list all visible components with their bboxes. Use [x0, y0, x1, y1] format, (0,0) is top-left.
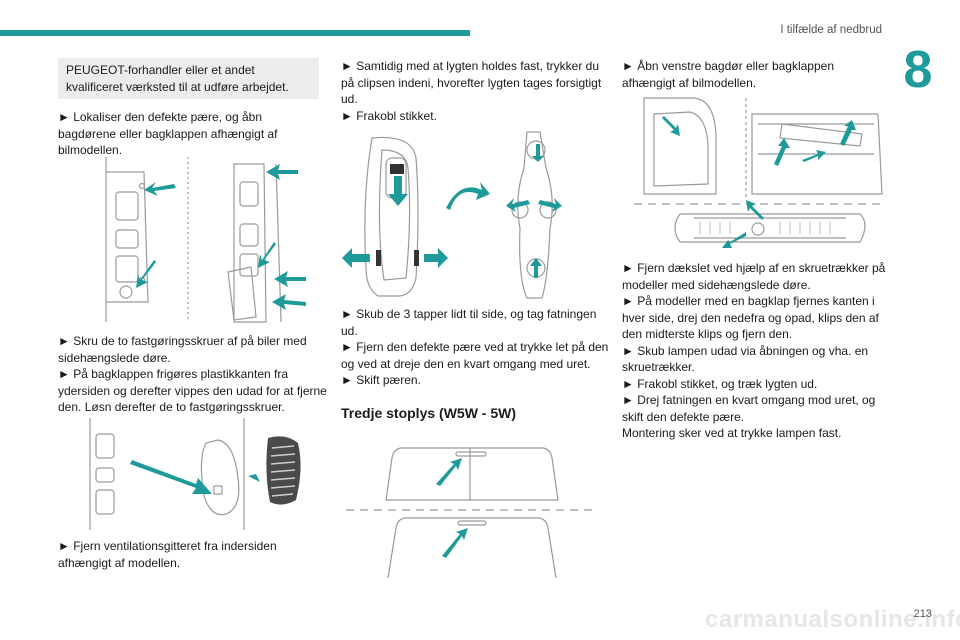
step-unscrew-side-doors: ► Skru de to fastgøringsskruer af på bil… — [58, 334, 307, 365]
step-replace-bulb: ► Skift pæren. — [341, 373, 421, 387]
figure-third-brake-light-removal — [634, 97, 886, 248]
column-3-lower: ► Fjern dækslet ved hjælp af en skruetræ… — [622, 260, 887, 442]
step-disconnect: ► Frakobl stikket. — [341, 108, 437, 123]
page-number: 213 — [913, 608, 932, 620]
chapter-number: 8 — [903, 41, 933, 99]
column-1-lower: ► Skru de to fastgøringsskruer af på bil… — [58, 333, 328, 416]
figure-third-brake-light-location — [346, 447, 598, 578]
column-3: ► Åbn venstre bagdør eller bagklappen af… — [622, 58, 887, 91]
step-remove-grille: ► Fjern ventilationsgitteret fra indersi… — [58, 539, 277, 570]
header-accent-bar — [0, 30, 470, 36]
step-turn-holder: ► Drej fatningen en kvart omgang mod ure… — [622, 393, 876, 424]
step-push-tabs: ► Skub de 3 tapper lidt til side, og tag… — [341, 307, 597, 338]
column-2: ► Samtidig med at lygten holdes fast, tr… — [341, 58, 609, 124]
figure-lamp-holder — [342, 131, 562, 299]
step-push-lamp-out: ► Skub lampen udad via åbningen og vha. … — [622, 343, 869, 375]
column-2-lower: ► Skub de 3 tapper lidt til side, og tag… — [341, 306, 609, 421]
section-heading-third-brake-light: Tredje stoplys (W5W - 5W) — [341, 404, 517, 421]
column-1: PEUGEOT-forhandler eller et andet kvalif… — [58, 58, 323, 159]
step-tailgate-trim: ► På bagklappen frigøres plastikkanten f… — [58, 367, 327, 414]
step-locate-bulb: ► Lokaliser den defekte pære, og åbn bag… — [58, 110, 278, 157]
column-1-bottom: ► Fjern ventilationsgitteret fra indersi… — [58, 538, 323, 571]
step-open-left-door: ► Åbn venstre bagdør eller bagklappen af… — [622, 59, 835, 90]
figure-rear-door-screws — [105, 157, 306, 323]
step-remove-cover: ► Fjern dækslet ved hjælp af en skruetræ… — [622, 261, 886, 292]
figure-ventilation-grille — [89, 418, 301, 530]
step-press-clip: ► Samtidig med at lygten holdes fast, tr… — [341, 59, 602, 106]
step-remove-edge-tailgate: ► På modeller med en bagklap fjernes kan… — [622, 294, 879, 341]
section-title: I tilfælde af nedbrud — [780, 24, 882, 36]
watermark: carmanualsonline.info — [705, 606, 960, 633]
note-box: PEUGEOT-forhandler eller et andet kvalif… — [58, 58, 319, 99]
step-disconnect-lamp: ► Frakobl stikket, og træk lygten ud. — [622, 376, 818, 391]
step-remove-bulb: ► Fjern den defekte pære ved at trykke l… — [341, 340, 609, 371]
step-refit: Montering sker ved at trykke lampen fast… — [622, 426, 842, 440]
